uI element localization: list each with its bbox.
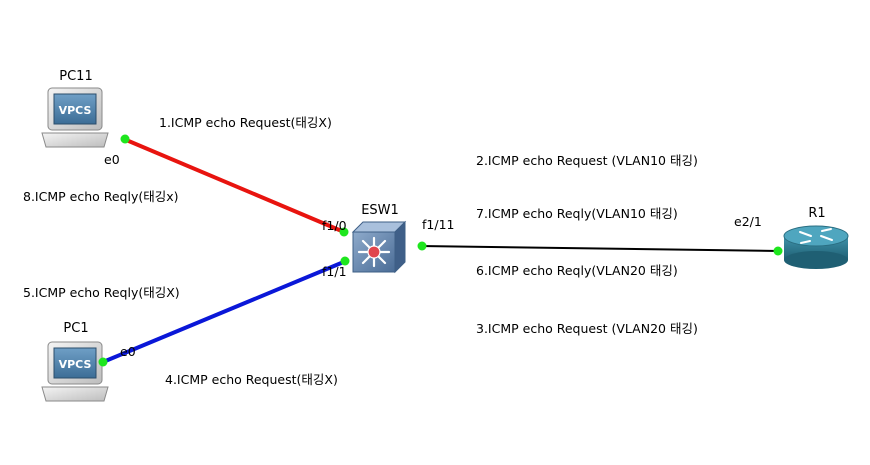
port-dot-esw1-f1-0	[339, 227, 349, 237]
port-dot-esw1-f1-11	[417, 241, 427, 251]
r1-node[interactable]: R1	[783, 206, 849, 269]
router-icon	[783, 225, 849, 269]
pc11-node[interactable]: VPCS PC11	[41, 69, 109, 148]
esw1-node[interactable]: ESW1	[351, 203, 407, 274]
link-esw1-r1[interactable]	[419, 245, 779, 252]
annotation-step-2: 2.ICMP echo Request (VLAN10 태깅)	[476, 153, 698, 168]
annotation-step-6: 6.ICMP echo Reqly(VLAN20 태깅)	[476, 263, 678, 278]
vpcs-screen-label: VPCS	[59, 104, 92, 117]
port-dots	[98, 134, 783, 367]
device-name-pc1: PC1	[63, 321, 88, 336]
annotation-step-7: 7.ICMP echo Reqly(VLAN10 태깅)	[476, 206, 678, 221]
device-name-r1: R1	[808, 206, 825, 221]
device-name-pc11: PC11	[59, 69, 92, 84]
annotation-step-5: 5.ICMP echo Reqly(태깅X)	[23, 285, 180, 300]
port-dot-pc11-e0	[120, 134, 130, 144]
vpcs-screen-label: VPCS	[59, 358, 92, 371]
annotation-step-8: 8.ICMP echo Reqly(태깅x)	[23, 189, 179, 204]
port-label-esw1-f1-11: f1/11	[422, 217, 454, 232]
annotation-step-1: 1.ICMP echo Request(태깅X)	[159, 115, 332, 130]
port-label-r1-e2-1: e2/1	[734, 214, 762, 229]
port-label-pc1-e0: e0	[120, 344, 136, 359]
port-label-esw1-f1-1: f1/1	[322, 264, 347, 279]
vpcs-computer-icon: VPCS	[41, 87, 109, 148]
port-label-esw1-f1-0: f1/0	[322, 218, 347, 233]
annotation-step-3: 3.ICMP echo Request (VLAN20 태깅)	[476, 321, 698, 336]
port-dot-r1-e2-1	[773, 246, 783, 256]
link-pc1-esw1[interactable]	[102, 259, 347, 364]
port-label-pc11-e0: e0	[104, 152, 120, 167]
port-dot-pc1-e0	[98, 357, 108, 367]
link-pc11-esw1[interactable]	[123, 137, 345, 234]
pc1-node[interactable]: VPCS PC1	[41, 321, 109, 402]
port-dot-esw1-f1-1	[340, 256, 350, 266]
multilayer-switch-icon	[351, 220, 407, 274]
annotation-step-4: 4.ICMP echo Request(태깅X)	[165, 372, 338, 387]
vpcs-computer-icon: VPCS	[41, 341, 109, 402]
device-name-esw1: ESW1	[361, 203, 399, 218]
